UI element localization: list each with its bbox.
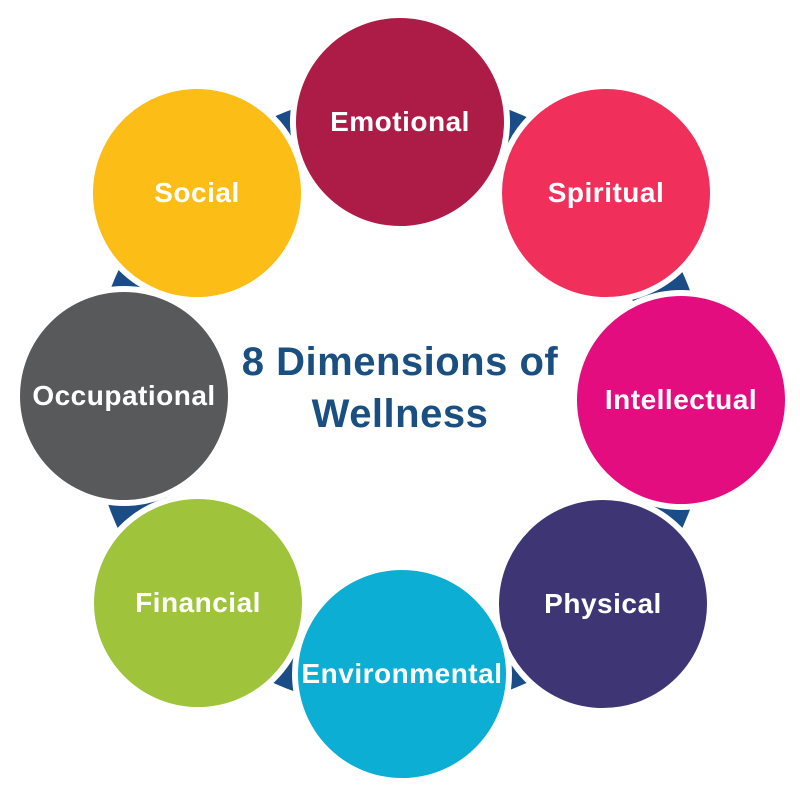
dimension-label-spiritual: Spiritual: [547, 177, 665, 208]
diagram-title: 8 Dimensions of Wellness: [200, 336, 600, 440]
diagram-title-line1: 8 Dimensions of: [241, 340, 559, 384]
dimension-circle-environmental: Environmental: [292, 564, 512, 784]
dimension-circle-physical: Physical: [493, 494, 713, 714]
dimension-label-financial: Financial: [135, 587, 261, 618]
dimension-circle-emotional: Emotional: [290, 12, 510, 232]
dimension-circle-social: Social: [87, 83, 307, 303]
dimension-label-social: Social: [154, 177, 240, 208]
dimension-circle-occupational: Occupational: [14, 286, 234, 506]
dimension-label-intellectual: Intellectual: [604, 384, 758, 415]
dimension-circle-financial: Financial: [88, 493, 308, 713]
dimension-label-physical: Physical: [544, 588, 662, 619]
diagram-title-line2: Wellness: [311, 392, 489, 436]
dimension-circle-intellectual: Intellectual: [571, 290, 791, 510]
dimension-label-emotional: Emotional: [330, 106, 470, 137]
dimension-circle-spiritual: Spiritual: [496, 83, 716, 303]
dimension-label-occupational: Occupational: [32, 380, 216, 411]
dimension-label-environmental: Environmental: [301, 658, 503, 689]
